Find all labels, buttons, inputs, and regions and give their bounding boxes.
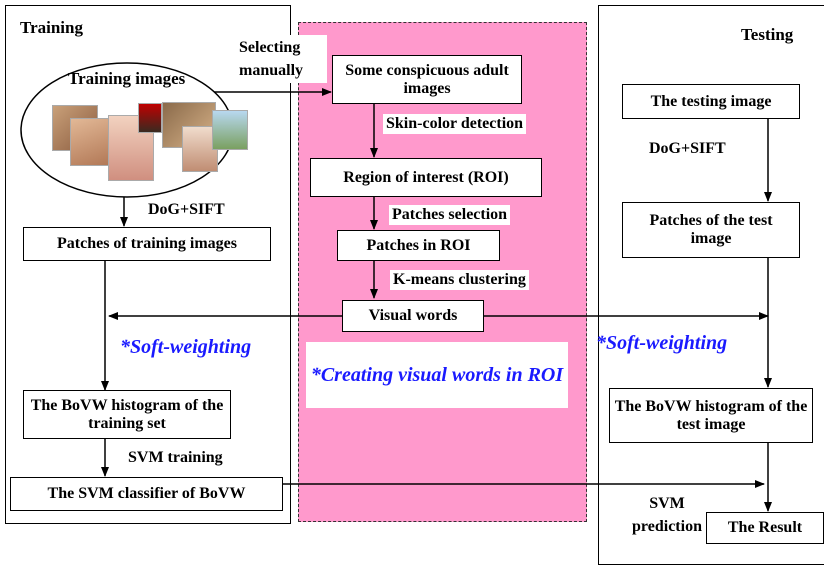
svm-prediction-label: SVM prediction xyxy=(632,495,702,536)
photo-thumbnail xyxy=(138,103,162,133)
training-images-label: Training images xyxy=(68,69,186,88)
histogram-test-box: The BoVW histogram of the test image xyxy=(609,388,813,443)
creating-visual-words-label: *Creating visual words in ROI xyxy=(306,342,568,408)
soft-weighting-training: *Soft-weighting xyxy=(120,336,252,358)
svm-training-label: SVM training xyxy=(128,449,223,466)
testing-title: Testing xyxy=(741,25,794,44)
patches-training-box: Patches of training images xyxy=(23,227,271,261)
kmeans-label: K-means clustering xyxy=(390,270,529,290)
skin-color-label: Skin-color detection xyxy=(383,114,527,134)
dog-sift-training: DoG+SIFT xyxy=(148,201,225,218)
patches-test-box: Patches of the test image xyxy=(622,202,800,258)
selecting-manually-label: Selecting manually xyxy=(236,35,327,84)
patches-selection-label: Patches selection xyxy=(389,205,511,225)
photo-thumbnail xyxy=(212,110,248,150)
adult-images-box: Some conspicuous adult images xyxy=(332,55,522,104)
dog-sift-testing: DoG+SIFT xyxy=(649,140,726,157)
visual-words-box: Visual words xyxy=(342,300,484,332)
training-title: Training xyxy=(20,18,83,37)
testing-image-box: The testing image xyxy=(622,84,800,119)
patches-in-roi-box: Patches in ROI xyxy=(337,230,500,261)
selecting-manually-text: Selecting manually xyxy=(239,39,304,80)
histogram-training-box: The BoVW histogram of the training set xyxy=(23,390,231,439)
svm-classifier-box: The SVM classifier of BoVW xyxy=(10,477,283,511)
soft-weighting-testing: *Soft-weighting xyxy=(596,332,728,354)
region-of-interest-box: Region of interest (ROI) xyxy=(310,158,542,197)
result-box: The Result xyxy=(706,512,824,544)
